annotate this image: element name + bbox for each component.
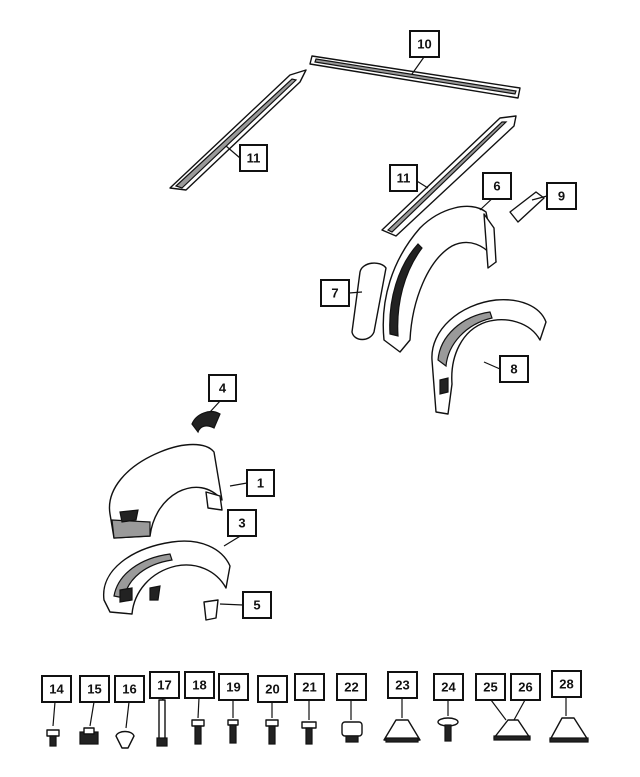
callout-5: 5 <box>242 591 272 619</box>
svg-text:21: 21 <box>302 680 316 695</box>
svg-text:28: 28 <box>559 677 573 692</box>
part-7-panel <box>351 262 387 341</box>
svg-text:18: 18 <box>192 678 206 693</box>
part-28-retainer <box>549 717 589 743</box>
callout-18: 18 <box>184 671 215 699</box>
part-23-retainer <box>383 719 421 743</box>
part-6-rear-fender-flare <box>382 205 497 353</box>
callout-8: 8 <box>499 355 529 383</box>
callout-7: 7 <box>320 279 350 307</box>
callout-20: 20 <box>257 675 288 703</box>
svg-text:20: 20 <box>265 682 279 697</box>
callout-21: 21 <box>294 673 325 701</box>
part-21-screw <box>301 721 317 745</box>
callout-15: 15 <box>79 675 110 703</box>
svg-text:11: 11 <box>247 151 261 166</box>
callout-28: 28 <box>551 670 582 698</box>
svg-text:4: 4 <box>219 381 227 396</box>
part-20-bolt <box>265 719 279 745</box>
callout-25: 25 <box>475 673 506 701</box>
svg-text:6: 6 <box>493 179 500 194</box>
callout-11-left: 11 <box>239 144 268 172</box>
callout-1: 1 <box>246 469 275 497</box>
callout-10: 10 <box>409 30 440 58</box>
svg-text:26: 26 <box>518 680 532 695</box>
callout-23: 23 <box>387 671 418 699</box>
part-3-front-wheelhouse-liner <box>103 540 231 615</box>
svg-text:16: 16 <box>122 682 136 697</box>
callout-19: 19 <box>218 673 249 701</box>
svg-text:14: 14 <box>49 682 64 697</box>
callout-4: 4 <box>208 374 237 402</box>
svg-text:10: 10 <box>417 37 431 52</box>
svg-text:23: 23 <box>395 678 409 693</box>
svg-text:8: 8 <box>510 362 517 377</box>
part-11-left-molding <box>169 69 307 191</box>
part-4-bracket <box>191 411 221 434</box>
part-1-front-fender-flare <box>108 443 223 539</box>
svg-text:7: 7 <box>331 286 338 301</box>
svg-text:1: 1 <box>257 476 264 491</box>
svg-text:3: 3 <box>238 516 245 531</box>
part-8-rear-wheelhouse-liner <box>431 299 547 415</box>
svg-text:11: 11 <box>397 171 411 186</box>
callout-9: 9 <box>546 182 577 210</box>
part-16-push-pin <box>115 730 135 749</box>
part-9-trim-piece <box>509 191 545 223</box>
svg-text:15: 15 <box>87 682 101 697</box>
part-11-right-molding <box>381 115 517 237</box>
callout-14: 14 <box>41 675 72 703</box>
part-5-clip-bracket <box>203 599 219 621</box>
part-10-roof-molding <box>309 55 521 99</box>
callout-16: 16 <box>114 675 145 703</box>
part-25-26-retainer <box>493 719 531 741</box>
callout-17: 17 <box>149 671 180 699</box>
callout-26: 26 <box>510 673 541 701</box>
leader-lines <box>52 56 567 729</box>
part-24-push-rivet <box>437 717 459 742</box>
callout-6: 6 <box>482 172 512 200</box>
svg-text:19: 19 <box>226 680 240 695</box>
part-19-screw <box>227 719 239 744</box>
callout-24: 24 <box>433 673 464 701</box>
part-14-bolt <box>46 729 60 747</box>
svg-text:25: 25 <box>483 680 497 695</box>
callout-11-right: 11 <box>389 164 418 192</box>
svg-text:9: 9 <box>558 189 565 204</box>
part-22-grommet <box>341 721 363 743</box>
svg-text:24: 24 <box>441 680 456 695</box>
svg-text:22: 22 <box>344 680 358 695</box>
svg-text:5: 5 <box>253 598 260 613</box>
part-15-clip-nut <box>79 727 99 745</box>
callout-3: 3 <box>227 509 257 537</box>
part-18-bolt <box>191 719 205 745</box>
svg-text:17: 17 <box>157 678 171 693</box>
callout-22: 22 <box>336 673 367 701</box>
part-17-long-screw <box>156 699 168 747</box>
